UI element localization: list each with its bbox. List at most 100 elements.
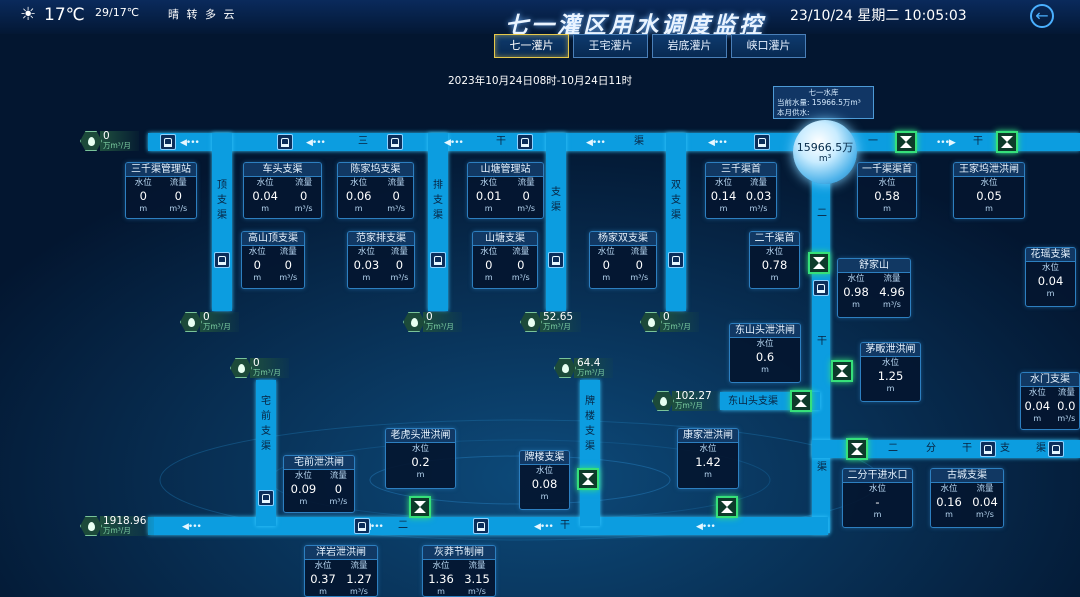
gate-icon[interactable]	[831, 360, 853, 382]
canal-text: 支	[1000, 443, 1010, 454]
gate-icon[interactable]	[790, 390, 812, 412]
station-icon[interactable]	[1048, 441, 1064, 457]
tab-wangzhai[interactable]: 王宅灌片	[573, 34, 648, 58]
tab-xiakou[interactable]: 峡口灌片	[731, 34, 806, 58]
back-icon[interactable]: ←	[1030, 4, 1054, 28]
datetime: 23/10/24 星期二 10:05:03	[790, 8, 967, 24]
water-drop-icon	[80, 516, 102, 536]
flow-arrow: ◀•••	[696, 522, 716, 532]
time-range: 2023年10月24日08时-10月24日11时	[448, 75, 633, 87]
canal-text-vertical: 双支渠	[671, 180, 681, 221]
canal-text: 三	[358, 136, 368, 147]
station-icon[interactable]	[387, 134, 403, 150]
reservoir-tooltip: 七一水库 当前水量: 15966.5万m³ 本月供水:	[773, 86, 874, 119]
tab-yandi[interactable]: 岩底灌片	[652, 34, 727, 58]
canal-text: 渠	[817, 462, 827, 473]
flow-arrow: ◀•••	[586, 138, 606, 148]
station-icon[interactable]	[473, 518, 489, 534]
weather-desc: 晴 转 多 云	[168, 8, 237, 21]
canal-text: 干	[962, 443, 972, 454]
canal-text: 渠	[634, 136, 644, 147]
pipe-erfen	[812, 440, 1080, 458]
water-drop-icon	[80, 131, 102, 151]
gate-icon[interactable]	[716, 496, 738, 518]
canal-text: 二	[817, 208, 827, 219]
temperature-range: 29/17℃	[95, 6, 140, 19]
gate-icon[interactable]	[808, 252, 830, 274]
water-drop-icon	[403, 312, 425, 332]
gate-icon[interactable]	[577, 468, 599, 490]
flow-arrow: ◀•••	[180, 138, 200, 148]
station-icon[interactable]	[214, 252, 230, 268]
gate-icon[interactable]	[895, 131, 917, 153]
pipe-shantang	[546, 133, 566, 311]
station-icon[interactable]	[548, 252, 564, 268]
water-drop-icon	[554, 358, 576, 378]
flow-arrow: ◀•••	[708, 138, 728, 148]
station-icon[interactable]	[160, 134, 176, 150]
station-icon[interactable]	[430, 252, 446, 268]
header-bar	[0, 0, 1080, 34]
canal-text: 二	[888, 443, 898, 454]
canal-text: 一	[868, 136, 878, 147]
canal-text: 干	[973, 136, 983, 147]
flow-arrow: •••▶	[936, 138, 956, 148]
tab-qiyi[interactable]: 七一灌片	[494, 34, 569, 58]
gate-icon[interactable]	[409, 496, 431, 518]
station-icon[interactable]	[980, 441, 996, 457]
station-icon[interactable]	[517, 134, 533, 150]
water-drop-icon	[640, 312, 662, 332]
sun-icon: ☀	[20, 4, 37, 25]
station-icon[interactable]	[354, 518, 370, 534]
canal-text-vertical: 排支渠	[433, 180, 443, 221]
canal-text: 干	[560, 520, 570, 531]
station-icon[interactable]	[277, 134, 293, 150]
flow-arrow: ◀•••	[182, 522, 202, 532]
station-card-erfen-inlet[interactable]: 二分干进水口 水位-m	[842, 468, 913, 528]
canal-text-vertical: 支渠	[551, 187, 561, 213]
water-drop-icon	[180, 312, 202, 332]
canal-text: 干	[496, 136, 506, 147]
flow-arrow: ◀•••	[444, 138, 464, 148]
reservoir-gauge[interactable]: 15966.5万 m³	[793, 120, 857, 184]
station-icon[interactable]	[754, 134, 770, 150]
gate-icon[interactable]	[846, 438, 868, 460]
station-icon[interactable]	[668, 252, 684, 268]
gate-icon[interactable]	[996, 131, 1018, 153]
station-icon[interactable]	[258, 490, 274, 506]
canal-text-vertical: 顶支渠	[217, 180, 227, 221]
station-icon[interactable]	[813, 280, 829, 296]
